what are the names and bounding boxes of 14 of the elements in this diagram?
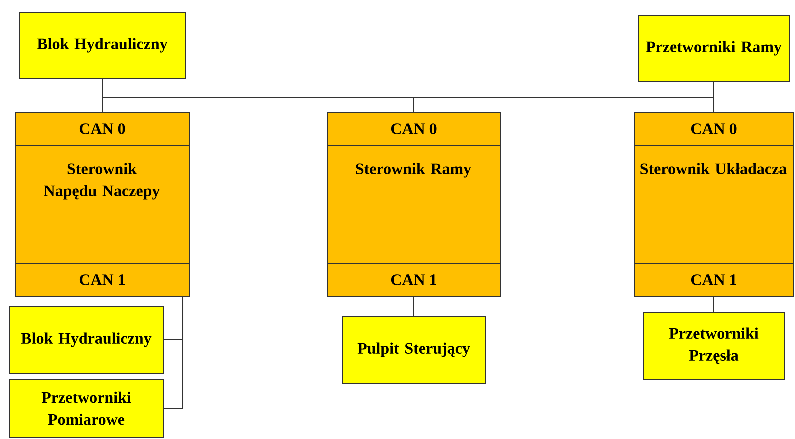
device-box: Przetworniki Ramy — [638, 15, 790, 82]
port-band: CAN 0 — [327, 112, 501, 146]
connector-line — [414, 98, 714, 112]
connector-line — [164, 296, 184, 409]
port-band: CAN 1 — [634, 263, 794, 297]
device-box: Pulpit Sterujący — [342, 316, 486, 384]
port-band: CAN 0 — [634, 112, 794, 146]
device-box: Blok Hydrauliczny — [19, 12, 186, 79]
device-box: Przetworniki Pomiarowe — [9, 379, 164, 438]
device-box: Przetworniki Przęsła — [643, 312, 785, 380]
device-box: Blok Hydrauliczny — [9, 306, 164, 374]
port-band: CAN 1 — [15, 263, 190, 297]
port-band: CAN 0 — [15, 112, 190, 146]
port-band: CAN 1 — [327, 263, 501, 297]
